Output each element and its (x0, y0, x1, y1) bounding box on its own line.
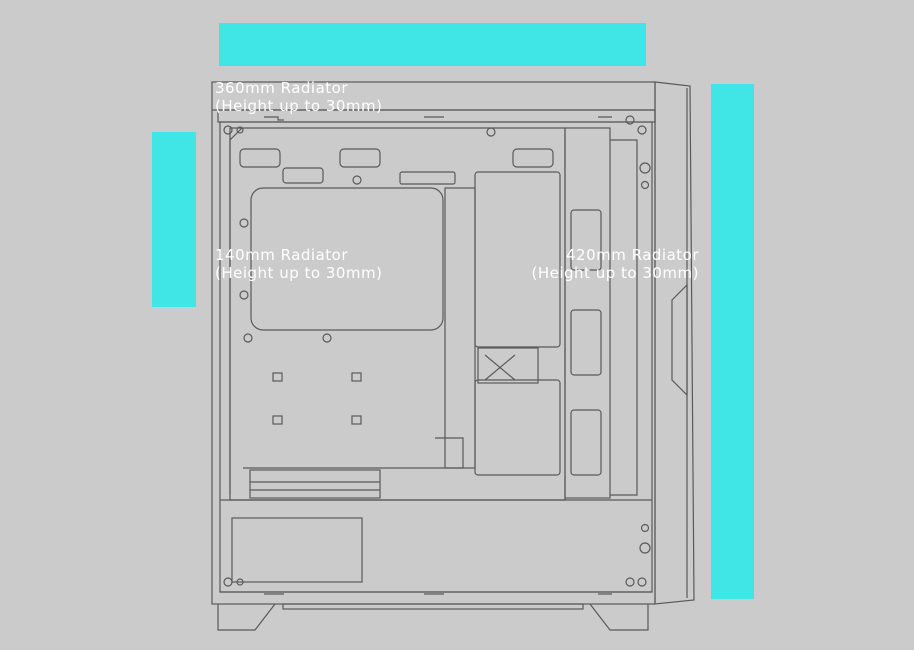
cpu-cutout (250, 187, 444, 331)
motherboard-tray (229, 127, 566, 501)
front-radiator-title: 420mm Radiator (565, 246, 699, 264)
front-foot (589, 603, 649, 631)
rear-radiator-zone (152, 132, 196, 307)
top-radiator-note: (Height up to 30mm) (215, 97, 383, 115)
rear-radiator-label: 140mm Radiator (Height up to 30mm) (215, 246, 383, 282)
psu (231, 517, 363, 583)
rear-radiator-note: (Height up to 30mm) (215, 264, 383, 282)
front-radiator-label: 420mm Radiator (Height up to 30mm) (532, 246, 700, 282)
front-radiator-note: (Height up to 30mm) (531, 264, 699, 282)
top-radiator-title: 360mm Radiator (215, 79, 349, 97)
front-panel (654, 81, 695, 605)
top-radiator-zone (219, 23, 646, 66)
standoffs (272, 372, 362, 425)
front-radiator-zone (711, 84, 754, 599)
top-radiator-label: 360mm Radiator (Height up to 30mm) (215, 79, 383, 115)
screws (223, 115, 651, 587)
rear-foot (217, 603, 276, 631)
case-outline (211, 81, 656, 605)
rear-radiator-title: 140mm Radiator (215, 246, 349, 264)
